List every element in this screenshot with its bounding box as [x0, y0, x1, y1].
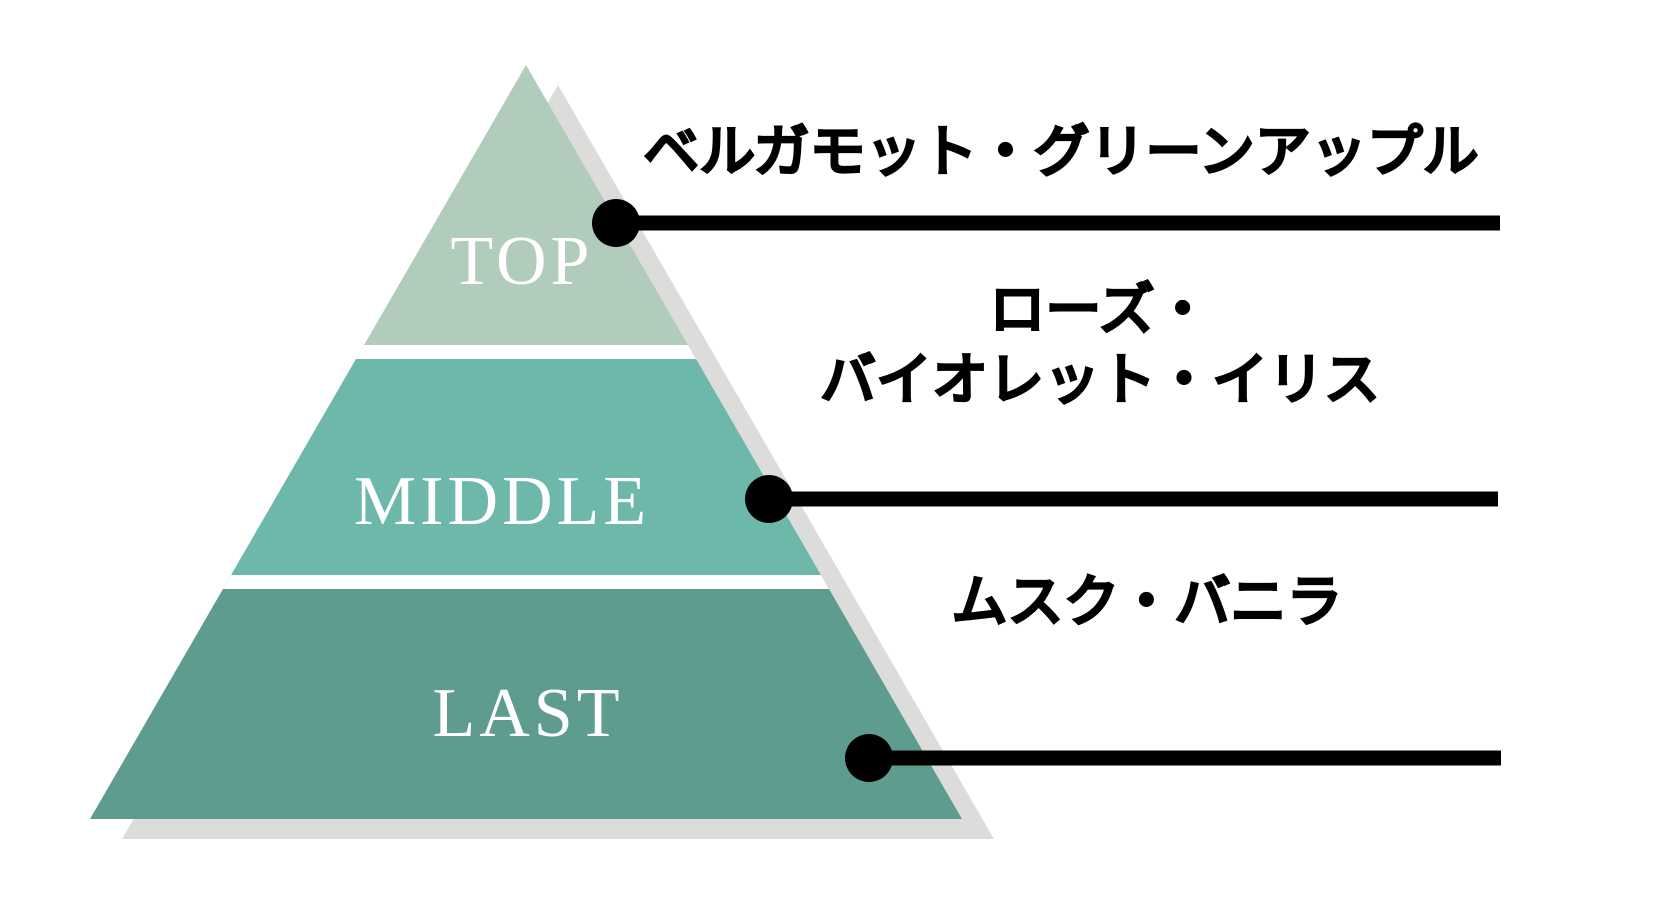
- connectors: [592, 199, 1501, 782]
- connector-dot-top: [592, 199, 640, 247]
- note-label-last-line: ムスク・バニラ: [951, 569, 1343, 634]
- tier-label-top: TOP: [451, 223, 594, 300]
- note-label-top: ベルガモット・グリーンアップル: [642, 117, 1479, 187]
- note-label-middle-line-2: バイオレット・イリス: [819, 347, 1381, 412]
- pyramid-tier-last: [90, 582, 962, 819]
- tier-label-last: LAST: [433, 675, 624, 752]
- tier-separator-middle-last: [90, 575, 962, 589]
- pyramid-tier-middle: [227, 352, 825, 582]
- note-label-middle: ローズ・ バイオレット・イリス: [819, 275, 1381, 415]
- connector-dot-middle: [745, 475, 793, 523]
- connector-dot-last: [845, 734, 893, 782]
- note-label-middle-line-1: ローズ・: [989, 277, 1212, 342]
- tier-label-middle: MIDDLE: [354, 463, 650, 540]
- note-label-last: ムスク・バニラ: [951, 567, 1343, 637]
- note-label-top-line: ベルガモット・グリーンアップル: [642, 119, 1479, 184]
- pyramid-tier-top: [360, 65, 692, 352]
